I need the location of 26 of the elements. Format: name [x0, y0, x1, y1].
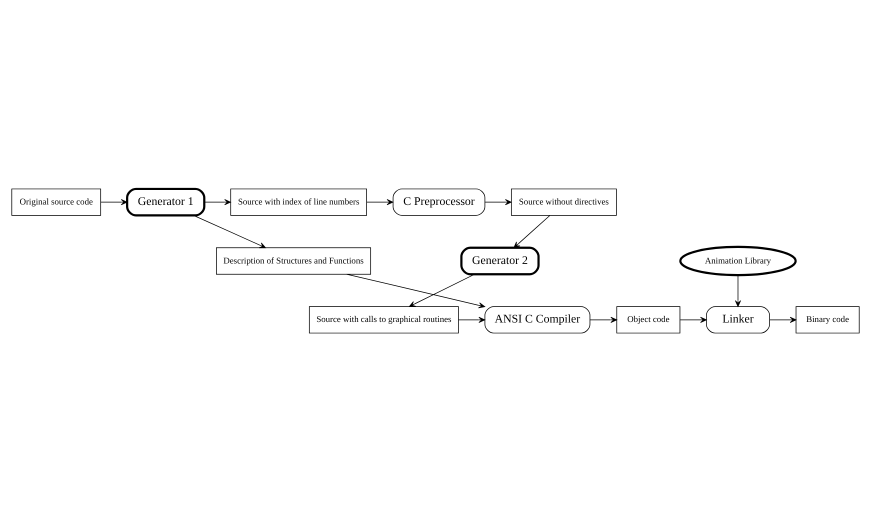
arrow	[346, 274, 486, 308]
node-box: C Preprocessor	[392, 188, 486, 216]
arrow	[590, 316, 618, 323]
node-box: Description of Structures and Functions	[216, 247, 372, 275]
node-box: Binary code	[796, 306, 860, 334]
arrow	[100, 199, 128, 206]
node-box: Object code	[616, 306, 680, 334]
node-box: Generator 1	[126, 188, 206, 216]
node-box: Linker	[706, 306, 770, 334]
arrow	[769, 316, 796, 323]
arrow	[366, 199, 394, 206]
node-box: Source with index of line numbers	[230, 188, 367, 216]
arrow	[680, 316, 707, 323]
arrow	[734, 274, 741, 307]
node-box: Source with calls to graphical routines	[308, 306, 459, 334]
node-box: Source without directives	[510, 188, 617, 216]
arrow	[514, 215, 550, 248]
arrow	[193, 215, 266, 248]
node-box: Original source code	[11, 188, 102, 216]
arrow	[458, 316, 486, 323]
node-ellipse: Animation Library	[679, 246, 797, 276]
node-box: Generator 2	[460, 246, 540, 276]
node-box: ANSI C Compiler	[484, 306, 590, 334]
arrow	[408, 274, 475, 307]
arrow	[204, 199, 231, 206]
arrow	[484, 199, 512, 206]
